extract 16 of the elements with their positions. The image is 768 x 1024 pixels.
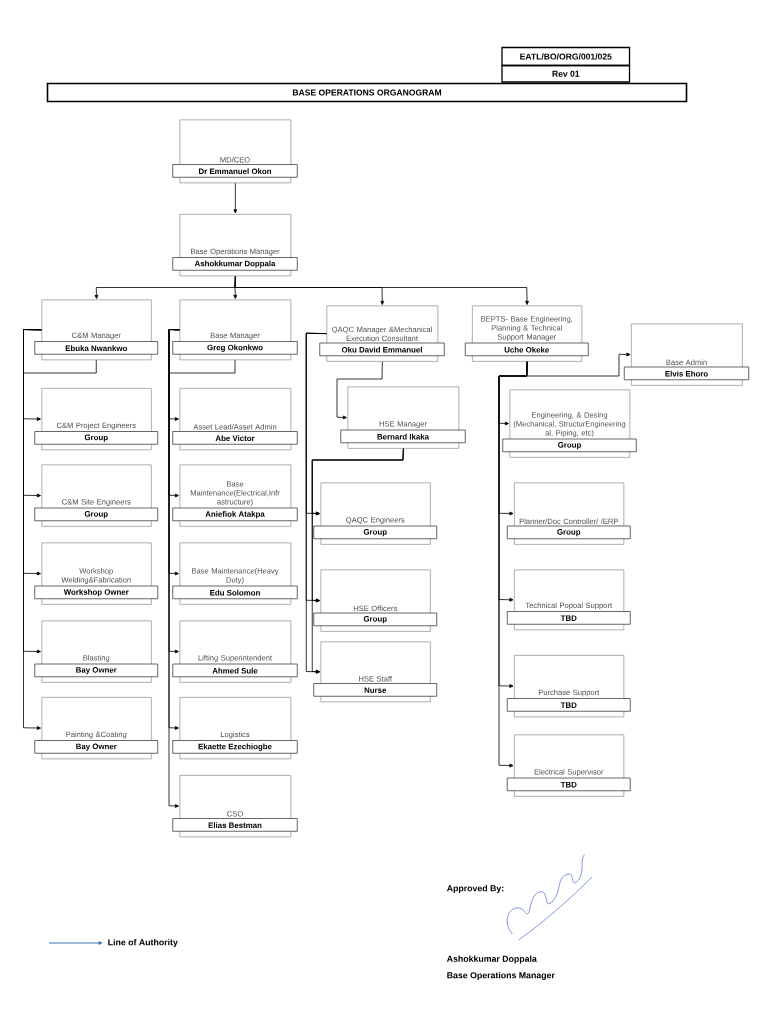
connector-arrow [311, 448, 404, 674]
connector-arrow [234, 275, 529, 305]
title-banner: BASE OPERATIONS ORGANOGRAM [46, 82, 688, 103]
connector-arrow [498, 361, 528, 768]
signatory-name: Ashokkumar Doppala [446, 955, 537, 964]
signatory-title: Base Operations Manager [447, 971, 555, 981]
document-number: EATL/BO/ORG/001/025 [501, 46, 631, 67]
connector-arrow [526, 352, 631, 377]
connector-arrow [336, 361, 383, 420]
connector-arrow [233, 182, 238, 214]
connector-arrow [168, 329, 180, 808]
approval-label: Approved By: [446, 884, 504, 894]
connector-arrow [23, 329, 42, 730]
connector-arrow [305, 332, 327, 674]
revision-number: Rev 01 [501, 64, 631, 83]
legend-label: Line of Authority [108, 938, 178, 948]
